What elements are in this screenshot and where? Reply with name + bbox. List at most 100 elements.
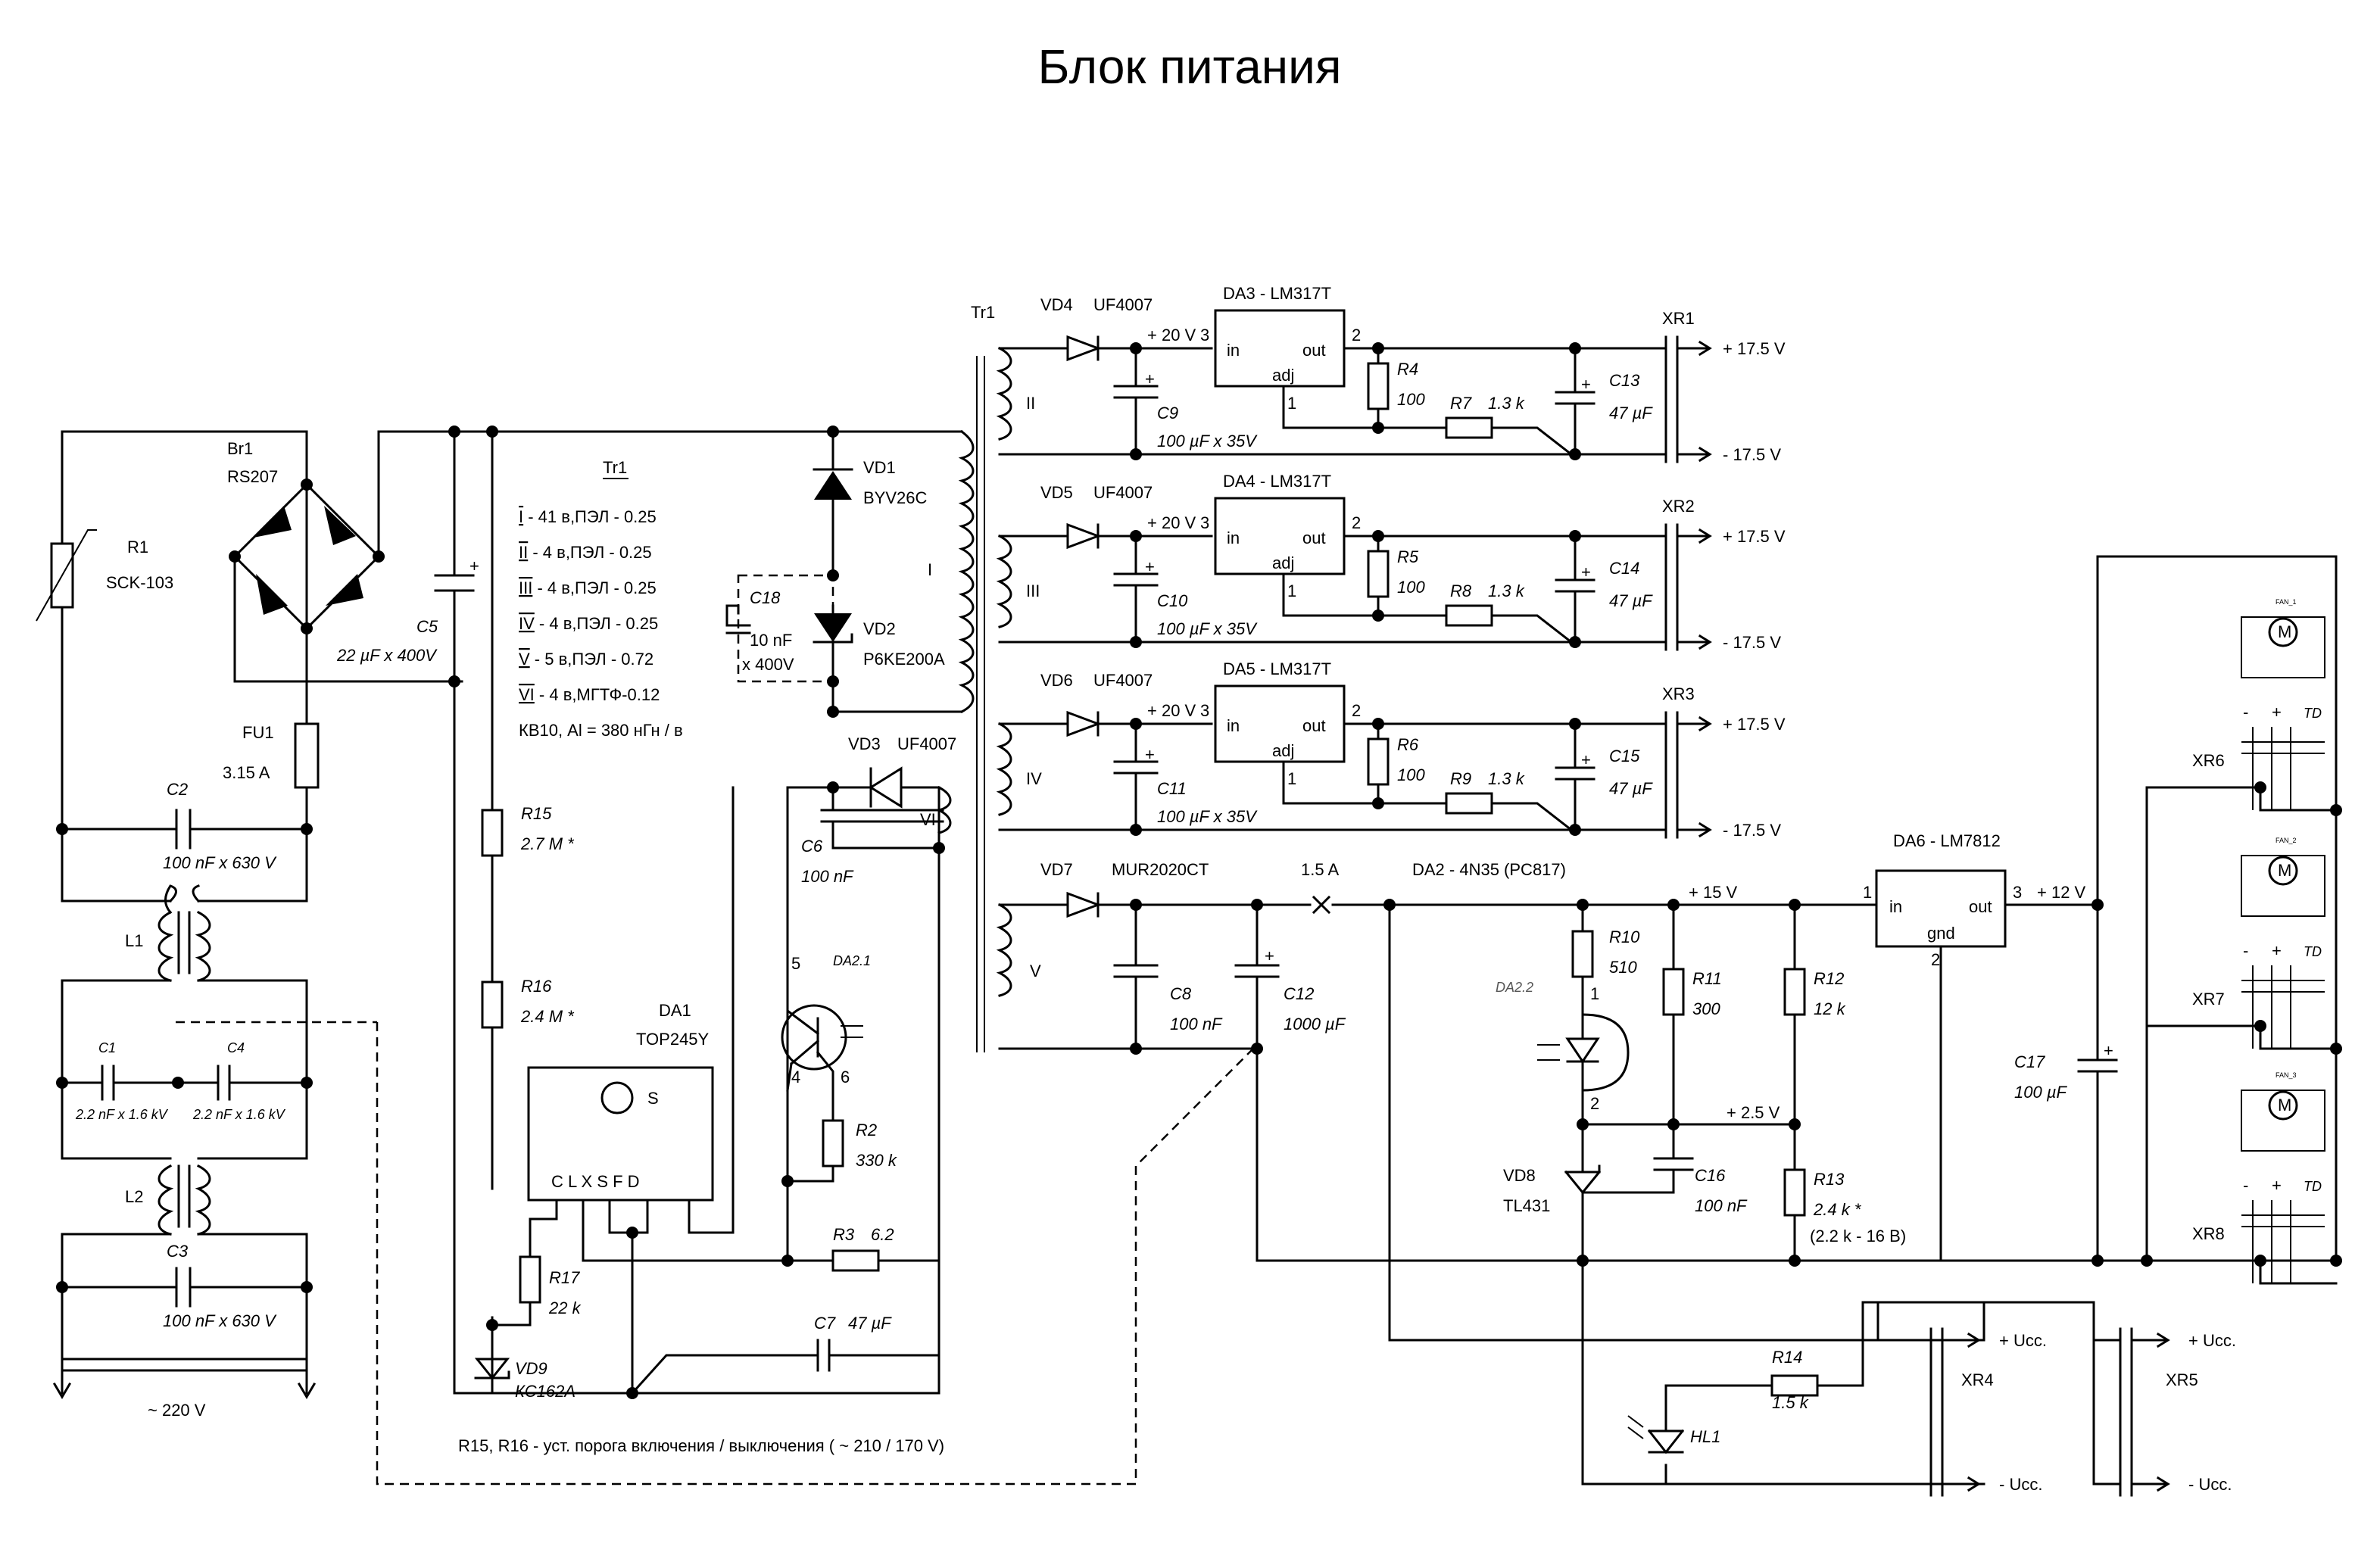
c1-value: 2.2 nF x 1.6 kV: [75, 1107, 169, 1122]
vd6-value: UF4007: [1093, 671, 1153, 690]
da22-pin1: 1: [1590, 984, 1599, 1003]
xr4-minus: - Ucc.: [1999, 1475, 2042, 1494]
da6-pin2: 2: [1931, 950, 1940, 969]
resistor-r14: [1770, 1374, 1819, 1397]
resistor-r7: [1445, 416, 1493, 439]
da3-pin3: 3: [1200, 326, 1209, 344]
fan3-plus: +: [2272, 1176, 2282, 1195]
da1-label: DA1: [659, 1001, 691, 1020]
c10-value: 100 µF x 35V: [1157, 619, 1258, 638]
xr2-label: XR2: [1662, 497, 1695, 516]
xr3-label: XR3: [1662, 684, 1695, 703]
xr5-plus: + Ucc.: [2188, 1331, 2236, 1350]
c3-value: 100 nF x 630 V: [163, 1311, 277, 1330]
c4-label: C4: [227, 1040, 245, 1055]
c13-value: 47 µF: [1609, 404, 1653, 422]
c12-value: 1000 µF: [1284, 1015, 1346, 1033]
fan2-minus: -: [2243, 941, 2248, 960]
r12-label: R12: [1814, 969, 1844, 988]
xr6-label: XR6: [2192, 751, 2225, 770]
da5-label: DA5 - LM317T: [1223, 659, 1331, 678]
svg-text:+: +: [1145, 557, 1155, 576]
input-filter-section: R1 SCK-103 Br1 RS207 FU1 3.15 A C2 100 n…: [36, 430, 834, 1420]
vd8-label: VD8: [1503, 1166, 1536, 1185]
resistor-r13: [1783, 1168, 1806, 1217]
c18-label: C18: [750, 588, 781, 607]
r15-label: R15: [521, 804, 552, 823]
c2-label: C2: [167, 780, 188, 799]
da6-gnd: gnd: [1927, 924, 1955, 943]
c17-value: 100 µF: [2014, 1083, 2067, 1102]
xr7-label: XR7: [2192, 990, 2225, 1009]
fu1-value: 3.15 A: [223, 763, 270, 782]
xr8-label: XR8: [2192, 1224, 2225, 1243]
svg-text:+: +: [1581, 750, 1591, 769]
da4-pin1: 1: [1287, 581, 1296, 600]
c7-value: 47 µF: [848, 1314, 892, 1333]
da21-pin6: 6: [841, 1068, 850, 1086]
c8-value: 100 nF: [1170, 1015, 1223, 1033]
xr2-minus: - 17.5 V: [1723, 633, 1781, 652]
r17-label: R17: [549, 1268, 580, 1287]
resistor-r11: [1662, 968, 1685, 1016]
resistor-r5: [1367, 550, 1390, 598]
fuse-fu1: [294, 722, 320, 789]
da5-pin2: 2: [1352, 701, 1361, 720]
vd5-label: VD5: [1040, 483, 1073, 502]
da6-label: DA6 - LM7812: [1893, 831, 2001, 850]
fan1-motor: M: [2278, 622, 2291, 641]
r2-value: 330 k: [856, 1151, 897, 1170]
winding-row-2: II - 4 в,ПЭЛ - 0.25: [519, 543, 652, 562]
winding-ii-1: II: [1026, 394, 1035, 413]
r15-value: 2.7 M *: [520, 834, 575, 853]
fan2-motor: M: [2278, 861, 2291, 880]
c18-value-1: 10 nF: [750, 631, 792, 650]
r6-label: R6: [1397, 735, 1419, 754]
svg-text:+: +: [1265, 946, 1274, 965]
xr4-label: XR4: [1961, 1370, 1994, 1389]
winding-v: V: [1030, 962, 1041, 980]
r1-label: R1: [127, 538, 148, 556]
c15-label: C15: [1609, 747, 1640, 765]
vd7-value: MUR2020CT: [1112, 860, 1209, 879]
c11-label: C11: [1157, 779, 1187, 798]
r12-value: 12 k: [1814, 999, 1846, 1018]
winding-vi-label: VI: [920, 810, 936, 829]
lm317-da5: [1214, 684, 1346, 763]
fan1-label: FAN_1: [2276, 598, 2297, 606]
c9-label: C9: [1157, 404, 1178, 422]
winding-row-5: V - 5 в,ПЭЛ - 0.72: [519, 650, 653, 669]
fuse-15a: 1.5 A: [1301, 860, 1339, 879]
snubber-section: VD1 BYV26C VD2 P6KE200A C18 10 nF x 400V…: [630, 426, 975, 1395]
r16-label: R16: [521, 977, 552, 996]
r8-label: R8: [1450, 581, 1472, 600]
lm317-da3: [1214, 309, 1346, 388]
vd5-value: UF4007: [1093, 483, 1153, 502]
da3-out: out: [1302, 341, 1326, 360]
top245y-ic: [527, 1066, 714, 1202]
fan-connectors: M FAN_1 - + TD XR6 M FAN_2 - + TD XR7 M …: [2145, 598, 2342, 1285]
c3-label: C3: [167, 1242, 189, 1261]
vd9-value: КС162А: [515, 1382, 576, 1401]
r13-value: 2.4 k *: [1813, 1200, 1862, 1219]
br1-value: RS207: [227, 467, 278, 486]
vd6-label: VD6: [1040, 671, 1073, 690]
c13-label: C13: [1609, 371, 1640, 390]
vd8-value: TL431: [1503, 1196, 1550, 1215]
transformer-winding-table: Tr1 I - 41 в,ПЭЛ - 0.25 II - 4 в,ПЭЛ - 0…: [519, 458, 683, 740]
vd1-label: VD1: [863, 458, 896, 477]
da22-pin2: 2: [1590, 1094, 1599, 1113]
r11-label: R11: [1692, 969, 1722, 988]
da2-label: DA2 - 4N35 (PC817): [1412, 860, 1566, 879]
xr4-plus: + Ucc.: [1999, 1331, 2047, 1350]
da6-pin3: 3: [2013, 883, 2022, 902]
resistor-r9: [1445, 792, 1493, 815]
r1-thermistor: [36, 430, 97, 831]
c5-value: 22 µF x 400V: [336, 646, 438, 665]
c14-value: 47 µF: [1609, 591, 1653, 610]
da21-label: DA2.1: [833, 953, 871, 968]
svg-text:+: +: [1581, 563, 1591, 581]
vd3-value: UF4007: [897, 734, 956, 753]
r17-value: 22 k: [548, 1298, 582, 1317]
da1-value: TOP245Y: [636, 1030, 710, 1049]
